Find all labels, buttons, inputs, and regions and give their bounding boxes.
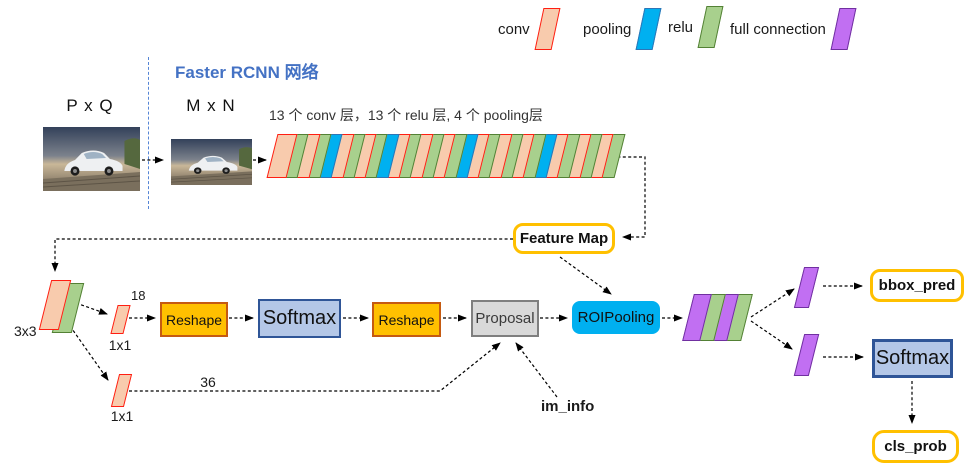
input-image-original (43, 127, 140, 191)
legend-label-relu: relu (668, 18, 694, 36)
proposal-box: Proposal (471, 300, 539, 337)
legend-item-full-connection: full connection (730, 8, 857, 50)
legend-label-conv: conv (498, 20, 530, 38)
cls-fc-layer (793, 334, 820, 376)
reshape2-box: Reshape (372, 302, 441, 337)
bbox-pred-box: bbox_pred (870, 269, 964, 302)
backbone-stack (266, 134, 627, 182)
rpn-softmax-box: Softmax (258, 299, 341, 338)
reg-channels-label: 36 (200, 374, 216, 390)
legend-item-pooling: pooling (583, 8, 662, 50)
pooling-swatch-icon (635, 8, 662, 50)
conv-swatch-icon (534, 8, 561, 50)
backbone-caption: 13 个 conv 层，13 个 relu 层, 4 个 pooling层 (269, 107, 543, 123)
legend-label-pooling: pooling (583, 20, 632, 38)
stage-divider-line (148, 57, 149, 209)
resized-size-label: M x N (186, 96, 236, 115)
legend-label-full-connection: full connection (730, 20, 826, 38)
conv1x1-top-label: 1x1 (108, 337, 132, 353)
legend-item-relu: relu (668, 6, 724, 48)
original-size-label: P x Q (66, 96, 114, 115)
relu-swatch-icon (697, 6, 724, 48)
fc-stack (682, 294, 753, 344)
im-info-label: im_info (541, 398, 595, 415)
roipooling-box: ROIPooling (572, 301, 660, 334)
cls-channels-label: 18 (131, 288, 146, 303)
reshape1-box: Reshape (160, 302, 228, 337)
full-connection-swatch-icon (830, 8, 857, 50)
diagram-title: Faster RCNN 网络 (175, 63, 319, 82)
rpn-reg-conv1x1-layer (110, 374, 133, 407)
head-softmax-box: Softmax (872, 339, 953, 378)
legend-item-conv: conv (498, 8, 561, 50)
cls-prob-box: cls_prob (872, 430, 959, 463)
feature-map-box: Feature Map (513, 223, 615, 254)
bbox-fc-layer (793, 267, 820, 308)
conv1x1-bottom-label: 1x1 (110, 408, 134, 424)
conv3x3-label: 3x3 (14, 323, 37, 339)
input-image-resized (171, 139, 252, 185)
rpn-cls-conv1x1-layer (110, 305, 131, 334)
